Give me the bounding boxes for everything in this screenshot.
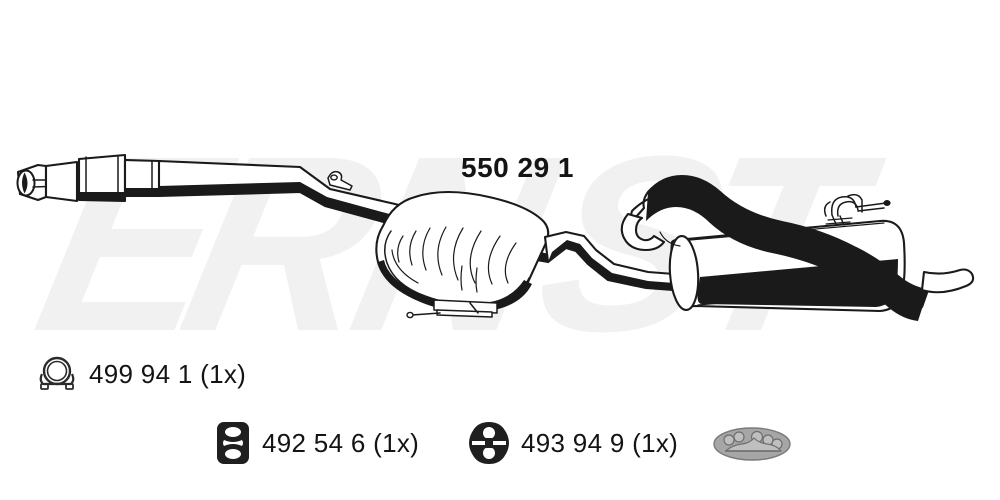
accessory-clamp-label: 499 94 1 (1x) (89, 358, 247, 389)
rubber-hanger-icon (469, 422, 509, 464)
main-part-number: 550 29 1 (461, 152, 574, 183)
pipe-sleeve-collar (77, 153, 127, 203)
rear-hanger-bracket (823, 193, 891, 226)
accessory-rubber-hanger-label: 493 94 9 (1x) (521, 427, 679, 458)
exhaust-clamp-icon (39, 356, 75, 390)
centre-silencer (375, 191, 550, 313)
accessory-clamp: 499 94 1 (1x) (34, 352, 246, 396)
tailpipe (620, 174, 975, 321)
accessory-rubber-mount-label: 492 54 6 (1x) (262, 427, 420, 458)
accessory-rubber-hanger: 493 94 9 (1x) (466, 420, 678, 466)
pipe-hanger-tab (327, 170, 353, 191)
front-pipe-section (123, 158, 162, 198)
accessory-gasket (712, 424, 801, 464)
front-pipe-flared-end (16, 160, 79, 203)
centre-silencer-hanger-pin (406, 299, 498, 319)
gasket-seal-icon (713, 427, 791, 461)
accessory-rubber-mount: 492 54 6 (1x) (213, 420, 419, 466)
rubber-mount-icon (217, 422, 249, 464)
